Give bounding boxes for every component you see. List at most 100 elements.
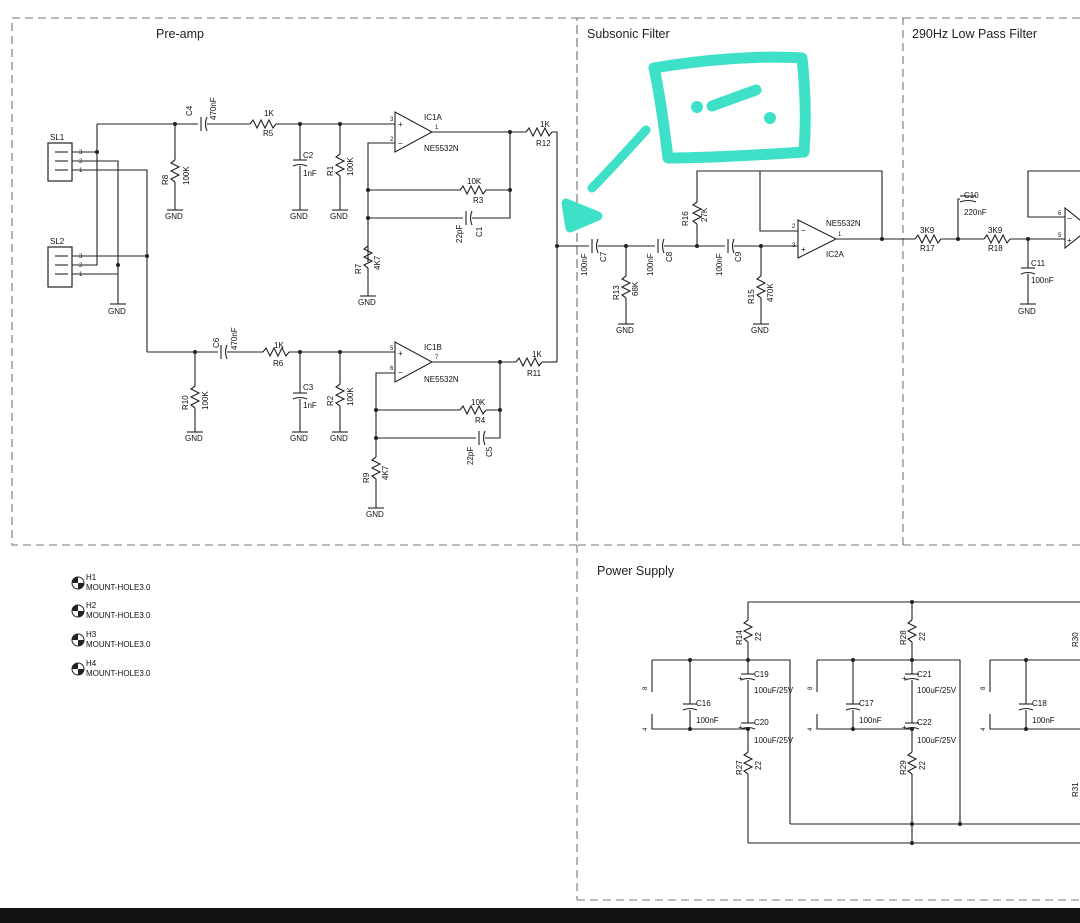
svg-text:3: 3 <box>79 150 83 156</box>
svg-text:100nF: 100nF <box>580 253 589 276</box>
gnd-symbol: GND <box>290 431 308 443</box>
svg-text:6: 6 <box>390 366 394 372</box>
svg-text:100K: 100K <box>201 391 210 410</box>
svg-text:1: 1 <box>435 125 439 131</box>
resistor-r17: 3K9 R17 <box>914 226 942 253</box>
svg-text:+: + <box>902 674 907 683</box>
svg-text:MOUNT-HOLE3.0: MOUNT-HOLE3.0 <box>86 583 151 592</box>
svg-text:3: 3 <box>79 254 83 260</box>
svg-text:R30: R30 <box>1071 632 1080 647</box>
connector-sl1: SL1 3 2 1 <box>47 133 83 182</box>
svg-text:GND: GND <box>165 212 183 221</box>
svg-text:R6: R6 <box>273 359 284 368</box>
svg-text:C1: C1 <box>475 226 484 237</box>
svg-text:100nF: 100nF <box>646 253 655 276</box>
capacitor-c4: C4 470nF <box>185 97 218 132</box>
svg-text:R17: R17 <box>920 244 935 253</box>
svg-text:5: 5 <box>390 346 394 352</box>
svg-text:100nF: 100nF <box>696 716 719 725</box>
power-block-3: 8 4 C18 100nF R30 R31 <box>981 632 1080 797</box>
resistor-r3: 10K R3 <box>459 177 487 205</box>
svg-text:R2: R2 <box>326 395 335 406</box>
svg-text:C9: C9 <box>734 251 743 262</box>
svg-text:27K: 27K <box>700 207 709 222</box>
svg-text:GND: GND <box>185 434 203 443</box>
svg-text:+: + <box>1067 236 1072 245</box>
svg-text:C7: C7 <box>599 251 608 262</box>
svg-text:R11: R11 <box>527 369 542 378</box>
gnd-symbol: GND <box>330 431 348 443</box>
svg-text:22: 22 <box>754 632 763 641</box>
mount-hole-h4: H4 MOUNT-HOLE3.0 <box>71 659 151 678</box>
mount-hole-h2: H2 MOUNT-HOLE3.0 <box>71 601 151 620</box>
svg-text:3: 3 <box>792 243 796 249</box>
svg-text:C18: C18 <box>1032 699 1047 708</box>
resistor-r18: 3K9 R18 <box>983 226 1011 253</box>
opamp-ic1b: + − 5 6 7 IC1B NE5532N <box>390 341 459 384</box>
connector-ref: SL2 <box>50 237 65 246</box>
svg-text:4K7: 4K7 <box>373 255 382 270</box>
svg-text:100K: 100K <box>182 166 191 185</box>
svg-text:100nF: 100nF <box>1031 276 1054 285</box>
svg-text:R5: R5 <box>263 129 274 138</box>
svg-text:C4: C4 <box>185 105 194 116</box>
resistor-r6: 1K R6 <box>262 341 290 368</box>
svg-text:1: 1 <box>79 168 83 174</box>
svg-text:R16: R16 <box>681 211 690 226</box>
svg-text:R9: R9 <box>362 472 371 483</box>
svg-text:GND: GND <box>330 434 348 443</box>
gnd-symbol: GND <box>108 303 126 316</box>
svg-text:68K: 68K <box>631 281 640 296</box>
svg-text:NE5532N: NE5532N <box>424 144 459 153</box>
svg-text:NE5532N: NE5532N <box>424 375 459 384</box>
svg-text:−: − <box>801 226 806 235</box>
resistor-r7: R7 4K7 <box>354 245 382 274</box>
capacitor-c3: C3 1nF <box>292 383 317 410</box>
section-title-lowpass: 290Hz Low Pass Filter <box>912 27 1037 41</box>
section-title-power: Power Supply <box>597 564 675 578</box>
subsonic-box <box>576 17 904 546</box>
opamp-ic2b-partial: 6 5 − + <box>1058 206 1080 250</box>
svg-text:8: 8 <box>643 686 649 690</box>
gnd-symbol: GND <box>358 295 376 307</box>
svg-text:3K9: 3K9 <box>920 226 935 235</box>
svg-text:4K7: 4K7 <box>381 465 390 480</box>
svg-text:MOUNT-HOLE3.0: MOUNT-HOLE3.0 <box>86 640 151 649</box>
svg-text:+: + <box>398 120 403 129</box>
capacitor-c7: 100nF C7 <box>580 238 608 276</box>
resistor-r10: R10 100K <box>181 385 210 410</box>
svg-text:6: 6 <box>1058 211 1062 217</box>
svg-text:C11: C11 <box>1031 259 1046 268</box>
svg-text:+: + <box>738 723 743 732</box>
gnd-symbol: GND <box>290 209 308 221</box>
svg-text:R1: R1 <box>326 165 335 176</box>
capacitor-c10: C10 220nF <box>959 191 987 217</box>
svg-text:+: + <box>902 723 907 732</box>
capacitor-c2: C2 1nF <box>292 151 317 178</box>
svg-text:100uF/25V: 100uF/25V <box>754 686 794 695</box>
opamp-ic1a: + − 3 2 1 IC1A NE5532N <box>390 111 459 153</box>
svg-text:R4: R4 <box>475 416 486 425</box>
svg-text:GND: GND <box>330 212 348 221</box>
resistor-r16: R16 27K <box>681 201 709 226</box>
resistor-r15: R15 470K <box>747 275 775 304</box>
annotation-arrowhead <box>563 203 601 231</box>
mount-hole-h3: H3 MOUNT-HOLE3.0 <box>71 630 151 649</box>
svg-text:H1: H1 <box>86 573 97 582</box>
svg-text:R31: R31 <box>1071 782 1080 797</box>
svg-text:GND: GND <box>616 326 634 335</box>
svg-text:4: 4 <box>981 727 987 731</box>
resistor-r2: R2 100K <box>326 383 355 407</box>
gnd-symbol: GND <box>616 323 634 335</box>
svg-text:R14: R14 <box>735 630 744 645</box>
svg-text:C16: C16 <box>696 699 711 708</box>
svg-text:4: 4 <box>643 727 649 731</box>
svg-text:+: + <box>738 674 743 683</box>
svg-text:+: + <box>398 349 403 358</box>
capacitor-c5: 22pF C5 <box>466 430 494 465</box>
svg-text:C22: C22 <box>917 718 932 727</box>
svg-text:−: − <box>1067 214 1072 223</box>
svg-text:GND: GND <box>366 510 384 519</box>
svg-text:2: 2 <box>79 263 83 269</box>
svg-text:1nF: 1nF <box>303 169 317 178</box>
